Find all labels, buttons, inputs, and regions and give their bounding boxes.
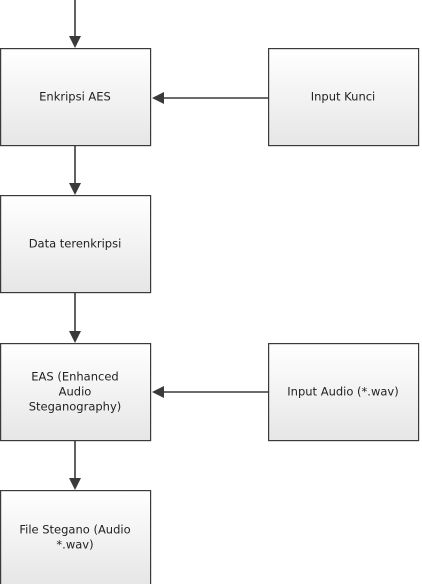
file-stegano-box: File Stegano (Audio*.wav) [0, 490, 152, 584]
arrow-head-icon [69, 183, 81, 195]
input-audio-box-rect [268, 343, 420, 442]
eas-box-rect [0, 343, 152, 442]
input-audio-box-label-line: Input Audio (*.wav) [287, 385, 398, 399]
file-stegano-box-label-line: *.wav) [56, 538, 93, 552]
eas-box-label-line: EAS (Enhanced [31, 370, 118, 384]
arrow-head-icon [69, 36, 81, 48]
enkripsi-aes-box-label-line: Enkripsi AES [39, 90, 111, 104]
data-terenkripsi-box: Data terenkripsi [0, 195, 152, 294]
eas-box-label-line: Steganography) [29, 400, 122, 414]
edge-kunci-to-enkripsi [152, 92, 268, 104]
input-kunci-box: Input Kunci [268, 47, 420, 147]
edge-enkripsi-to-data [69, 146, 81, 195]
arrow-head-icon [69, 478, 81, 490]
edges-layer [69, 0, 268, 490]
input-kunci-box-label-line: Input Kunci [311, 90, 376, 104]
edge-eas-to-file [69, 441, 81, 490]
eas-box-label-line: Audio [59, 385, 92, 399]
enkripsi-aes-box-rect [0, 47, 152, 147]
data-terenkripsi-box-label-line: Data terenkripsi [29, 237, 122, 251]
edge-top-to-enkripsi [69, 0, 81, 48]
file-stegano-box-rect [0, 490, 152, 584]
input-kunci-box-rect [268, 47, 420, 147]
arrow-head-icon [69, 331, 81, 343]
edge-audio-to-eas [152, 386, 268, 398]
arrow-head-icon [152, 92, 164, 104]
file-stegano-box-label-line: File Stegano (Audio [19, 523, 130, 537]
enkripsi-aes-box: Enkripsi AES [0, 47, 152, 147]
edge-data-to-eas [69, 293, 81, 343]
arrow-head-icon [152, 386, 164, 398]
input-audio-box: Input Audio (*.wav) [268, 343, 420, 442]
data-terenkripsi-box-rect [0, 195, 152, 294]
